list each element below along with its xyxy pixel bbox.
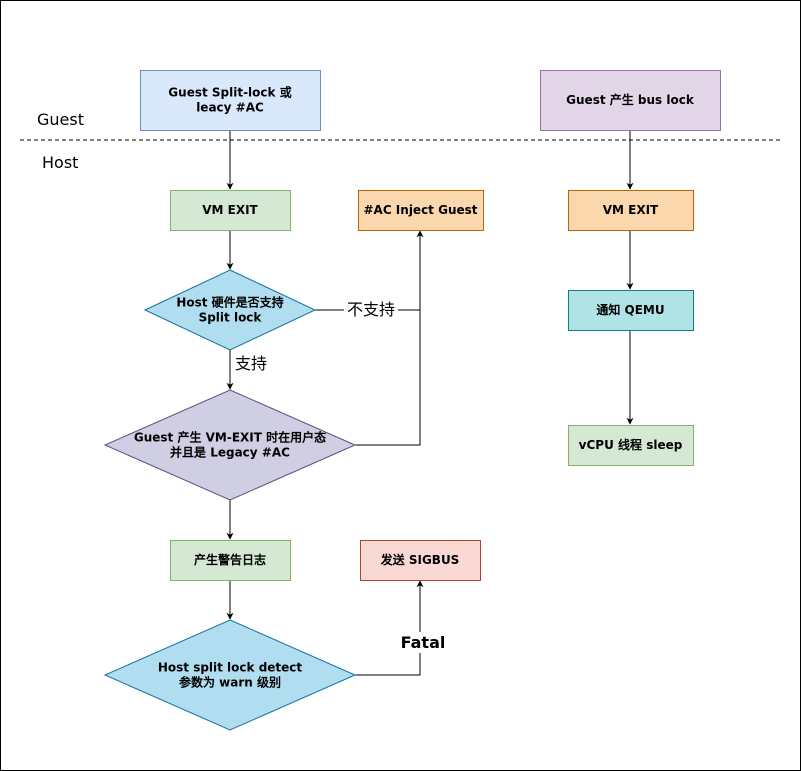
node-notify-qemu: 通知 QEMU (568, 290, 694, 331)
node-warn-log-shape (170, 540, 291, 581)
node-send-sigbus-shape (360, 540, 481, 581)
node-guest-vm-exit-user-label-2: 并且是 Legacy #AC (170, 445, 290, 460)
node-guest-split-lock-label-2: leacy #AC (196, 101, 264, 115)
node-vm-exit-left-shape (170, 190, 291, 231)
zone-label-guest: Guest (37, 110, 84, 129)
node-guest-split-lock-label-1: Guest Split-lock 或 (168, 85, 291, 100)
node-host-hw-support-label-1: Host 硬件是否支持 (176, 295, 283, 310)
node-vcpu-sleep: vCPU 线程 sleep (568, 425, 694, 466)
node-ac-inject-guest-shape (358, 190, 484, 231)
node-vm-exit-left-label-1: VM EXIT (202, 203, 258, 217)
node-vm-exit-right: VM EXIT (568, 190, 694, 231)
node-vcpu-sleep-label-1: vCPU 线程 sleep (579, 437, 683, 452)
node-guest-vm-exit-user-label-1: Guest 产生 VM-EXIT 时在用户态 (134, 430, 326, 445)
node-guest-vm-exit-user-shape (103, 389, 357, 501)
node-guest-bus-lock-label-1: Guest 产生 bus lock (566, 92, 695, 107)
node-vcpu-sleep-shape (568, 425, 694, 466)
zone-label-host: Host (42, 153, 78, 172)
node-ac-inject-guest-label-1: #AC Inject Guest (363, 203, 477, 217)
node-vm-exit-left: VM EXIT (170, 190, 291, 231)
node-warn-log: 产生警告日志 (170, 540, 291, 581)
node-host-hw-support-shape (143, 269, 317, 351)
label-bg-supported (232, 353, 270, 374)
edge-user-mode-to-inject (355, 310, 421, 446)
node-notify-qemu-label-1: 通知 QEMU (596, 302, 664, 317)
edge-label-supported: 支持 (235, 354, 267, 373)
node-ac-inject-guest: #AC Inject Guest (358, 190, 484, 231)
node-detect-param-label-1: Host split lock detect (158, 661, 303, 675)
label-bg-fatal (400, 632, 446, 653)
node-host-hw-support-label-2: Split lock (199, 311, 263, 325)
node-vm-exit-right-label-1: VM EXIT (603, 203, 659, 217)
label-bg-not-supported (344, 299, 398, 320)
node-guest-bus-lock-shape (540, 70, 721, 131)
node-warn-log-label-1: 产生警告日志 (194, 552, 266, 567)
edge-label-fatal: Fatal (401, 633, 446, 652)
node-vm-exit-right-shape (568, 190, 694, 231)
node-send-sigbus: 发送 SIGBUS (360, 540, 481, 581)
edge-detect-fatal-to-sigbus (355, 580, 424, 676)
edges (226, 130, 634, 676)
node-detect-param-shape (103, 619, 357, 731)
node-detect-param-label-2: 参数为 warn 级别 (179, 675, 281, 690)
node-guest-bus-lock: Guest 产生 bus lock (540, 70, 721, 131)
edge-label-not-supported: 不支持 (347, 300, 395, 319)
node-notify-qemu-shape (568, 290, 694, 331)
node-send-sigbus-label-1: 发送 SIGBUS (380, 552, 460, 567)
node-guest-split-lock-shape (140, 70, 321, 131)
